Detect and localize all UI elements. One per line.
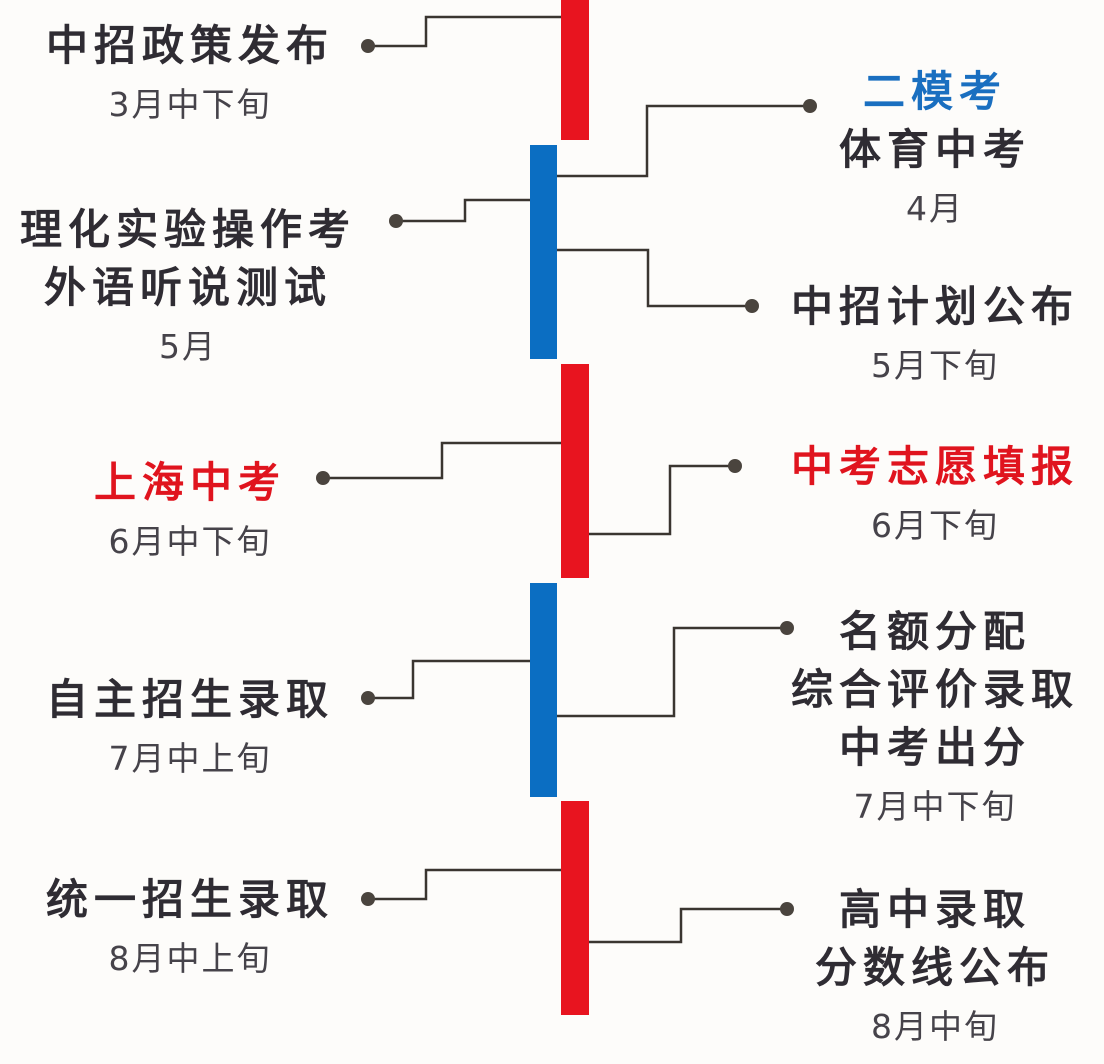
event-title: 中考出分 xyxy=(838,723,1032,772)
left-event-5: 统一招生录取 8月中上旬 xyxy=(46,871,334,989)
event-date: 7月中下旬 xyxy=(853,787,1017,826)
event-date: 5月下旬 xyxy=(870,346,999,385)
connector-dot xyxy=(780,902,794,916)
connector-right-4 xyxy=(557,626,787,718)
event-date: 8月中旬 xyxy=(870,1007,999,1046)
timeline-bar-red-1 xyxy=(561,0,589,140)
timeline-bar-red-2 xyxy=(561,364,589,578)
event-title: 名额分配 xyxy=(838,607,1032,656)
left-event-4: 自主招生录取 7月中上旬 xyxy=(46,671,334,789)
connector-dot xyxy=(361,892,375,906)
event-title: 分数线公布 xyxy=(814,943,1056,992)
event-title: 中招政策发布 xyxy=(45,21,335,70)
connector-dot xyxy=(780,621,794,635)
event-date: 6月中下旬 xyxy=(108,522,272,561)
event-date: 4月 xyxy=(905,189,964,228)
event-date: 6月下旬 xyxy=(870,506,999,545)
event-date: 5月 xyxy=(158,327,217,366)
event-title: 理化实验操作考 xyxy=(19,205,357,254)
right-event-1: 二模考 体育中考 4月 xyxy=(839,63,1031,239)
timeline-bar-blue-1 xyxy=(530,145,557,359)
connector-dot xyxy=(389,214,403,228)
connector-left-4 xyxy=(368,659,530,700)
connector-dot xyxy=(316,471,330,485)
connector-dot xyxy=(361,691,375,705)
right-event-2: 中招计划公布 5月下旬 xyxy=(791,278,1079,396)
event-title: 上海中考 xyxy=(93,458,287,507)
connector-right-5 xyxy=(589,907,787,944)
connector-dot xyxy=(745,299,759,313)
connector-left-3 xyxy=(323,441,561,480)
event-title: 二模考 xyxy=(862,67,1008,116)
connector-dot xyxy=(803,99,817,113)
connector-left-2 xyxy=(396,198,530,223)
event-date: 8月中上旬 xyxy=(108,939,272,978)
right-event-4: 名额分配 综合评价录取 中考出分 7月中下旬 xyxy=(791,603,1079,837)
left-event-3: 上海中考 6月中下旬 xyxy=(94,454,286,572)
right-event-3: 中考志愿填报 6月下旬 xyxy=(791,438,1079,556)
left-event-2: 理化实验操作考 外语听说测试 5月 xyxy=(20,201,356,377)
event-title: 中招计划公布 xyxy=(790,282,1080,331)
event-title: 外语听说测试 xyxy=(43,263,333,312)
connector-right-2 xyxy=(557,248,752,308)
timeline-bar-red-3 xyxy=(561,801,589,1015)
right-event-5: 高中录取 分数线公布 8月中旬 xyxy=(815,881,1055,1057)
event-title: 中考志愿填报 xyxy=(790,442,1080,491)
event-title: 自主招生录取 xyxy=(45,675,335,724)
event-date: 3月中下旬 xyxy=(108,85,272,124)
event-date: 7月中上旬 xyxy=(108,739,272,778)
event-title: 统一招生录取 xyxy=(45,875,335,924)
connector-right-3 xyxy=(589,464,735,536)
event-title: 体育中考 xyxy=(838,125,1032,174)
connector-left-1 xyxy=(368,15,561,48)
connector-dot xyxy=(361,39,375,53)
event-title: 综合评价录取 xyxy=(790,665,1080,714)
left-event-1: 中招政策发布 3月中下旬 xyxy=(46,17,334,135)
connector-dot xyxy=(728,459,742,473)
event-title: 高中录取 xyxy=(838,885,1032,934)
connector-left-5 xyxy=(368,868,561,901)
timeline-bar-blue-2 xyxy=(530,583,557,797)
connector-right-1 xyxy=(557,104,810,178)
